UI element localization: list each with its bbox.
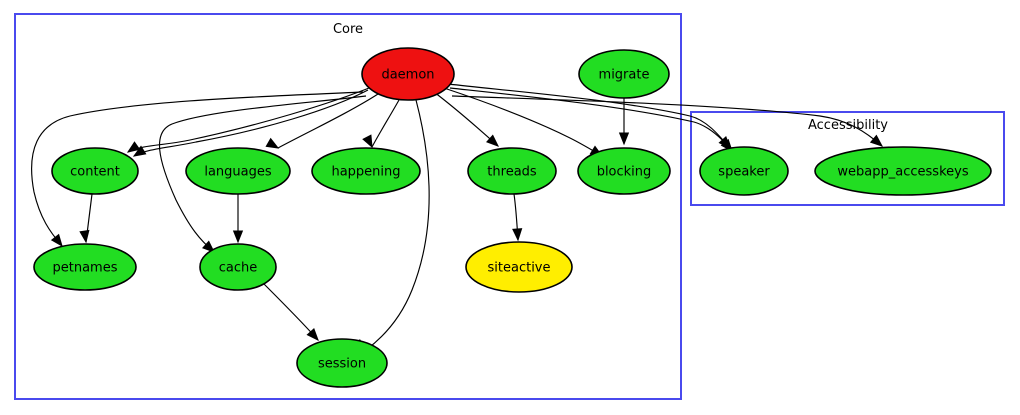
node-shape-threads[interactable] [467, 147, 557, 195]
node-shape-blocking[interactable] [577, 147, 671, 195]
edges-layer [31, 83, 884, 351]
edge-migrate-to-blocking [618, 98, 630, 146]
edge-path [159, 95, 367, 253]
edge-daemon-to-content [132, 89, 369, 157]
node-shape-webapp_accesskeys[interactable] [814, 146, 992, 196]
node-siteactive[interactable]: siteactive [465, 241, 573, 293]
node-shape-siteactive[interactable] [465, 241, 573, 293]
cluster-box-accessibility [690, 111, 1005, 206]
edge-languages-to-cache [232, 194, 244, 244]
edge-path [449, 87, 733, 152]
node-languages[interactable]: languages [185, 147, 291, 195]
cluster-label-core: Core [333, 22, 363, 37]
edge-path [451, 95, 883, 147]
edge-threads-to-siteactive [512, 193, 523, 242]
edge-arrowhead-icon [512, 228, 523, 242]
edge-arrowhead-icon [306, 328, 319, 342]
edge-arrowhead-icon [202, 240, 216, 253]
edge-arrowhead-icon [50, 233, 63, 248]
edge-daemon-to-threads [433, 91, 500, 147]
node-blocking[interactable]: blocking [577, 147, 671, 195]
node-shape-languages[interactable] [185, 147, 291, 195]
edge-arrowhead-icon [79, 229, 90, 244]
edge-daemon-to-webapp_accesskeys [451, 95, 884, 147]
node-content[interactable]: content [51, 147, 139, 195]
edge-daemon-to-happening [362, 99, 400, 149]
node-speaker[interactable]: speaker [699, 146, 789, 196]
edge-daemon-to-languages [265, 93, 379, 149]
node-shape-cache[interactable] [199, 243, 277, 291]
edge-path [433, 91, 499, 147]
cluster-box-core [14, 13, 682, 400]
edge-arrowhead-icon [265, 137, 280, 149]
edge-path [371, 99, 400, 148]
node-shape-happening[interactable] [311, 147, 421, 195]
node-shape-session[interactable] [296, 338, 388, 388]
node-shape-migrate[interactable] [578, 49, 670, 99]
nodes-layer: daemon migrate content languages happening th… [33, 47, 992, 388]
node-threads[interactable]: threads [467, 147, 557, 195]
edge-content-to-petnames [79, 193, 93, 244]
edge-arrowhead-icon [132, 145, 147, 157]
edge-path [31, 91, 364, 247]
edge-daemon-to-petnames [31, 91, 364, 248]
node-shape-petnames[interactable] [33, 243, 137, 291]
edge-arrowhead-icon [869, 134, 884, 147]
node-shape-content[interactable] [51, 147, 139, 195]
edge-path [133, 89, 369, 157]
node-cache[interactable]: cache [199, 243, 277, 291]
node-petnames[interactable]: petnames [33, 243, 137, 291]
node-shape-daemon[interactable] [361, 47, 455, 101]
edge-arrowhead-icon [618, 132, 630, 146]
cluster-label-backdrop-core [303, 20, 393, 36]
node-migrate[interactable]: migrate [578, 49, 670, 99]
node-daemon[interactable]: daemon [361, 47, 455, 101]
node-happening[interactable]: happening [311, 147, 421, 195]
cluster-label-accessibility: Accessibility [808, 118, 888, 133]
cluster-core: Core [14, 13, 682, 400]
edge-arrowhead-icon [232, 230, 244, 244]
edge-daemon-to-cache [159, 95, 367, 253]
node-webapp_accesskeys[interactable]: webapp_accesskeys [814, 146, 992, 196]
node-session[interactable]: session [296, 338, 388, 388]
edge-path [365, 99, 430, 351]
edge-daemon-to-content [126, 85, 375, 153]
edge-path [127, 85, 375, 153]
edge-arrowhead-icon [486, 134, 500, 147]
edge-path [443, 87, 603, 157]
edge-arrowhead-icon [126, 141, 141, 153]
edge-path [262, 282, 319, 341]
edge-path [277, 93, 379, 149]
edge-cache-to-session [262, 282, 319, 342]
edge-arrowhead-icon [362, 134, 373, 149]
node-shape-speaker[interactable] [699, 146, 789, 196]
edge-path [447, 83, 731, 149]
